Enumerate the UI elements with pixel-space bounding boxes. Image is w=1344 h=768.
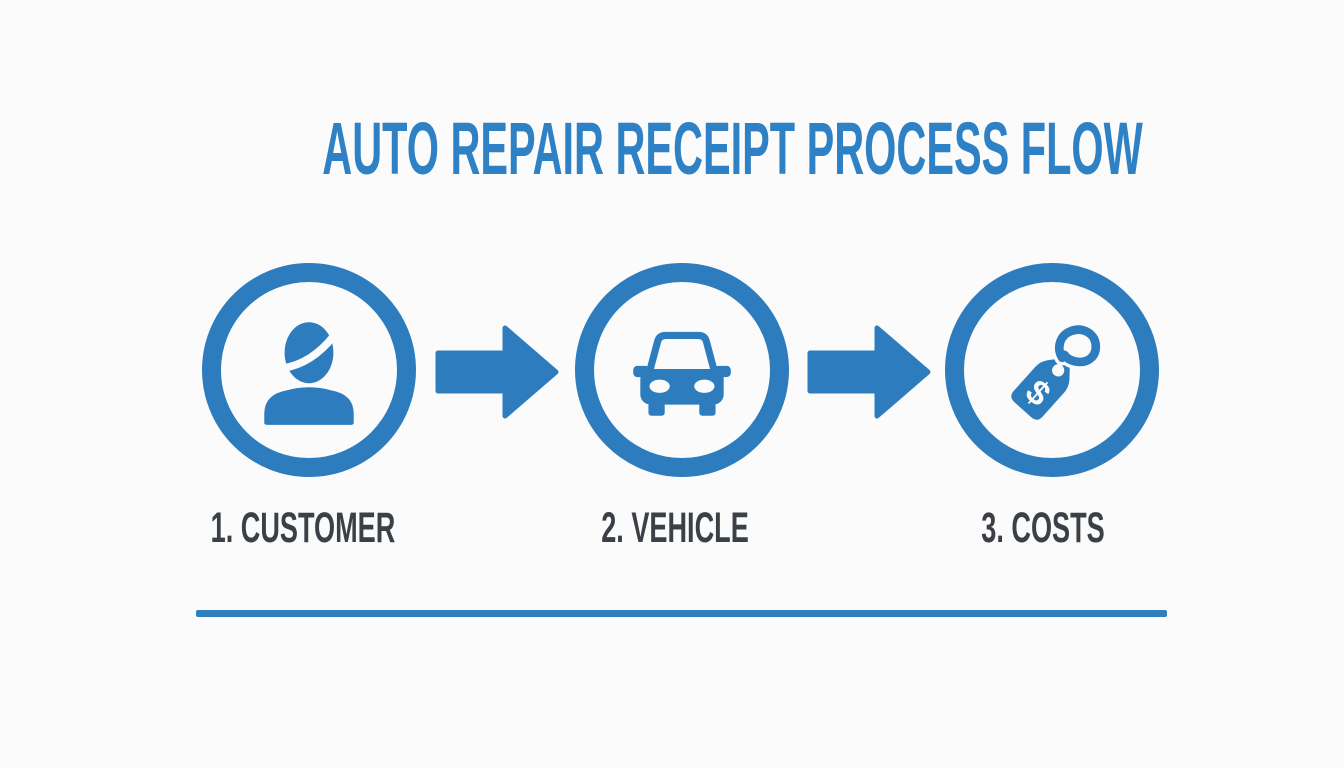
page-title: AUTO REPAIR RECEIPT PROCESS FLOW	[322, 107, 1143, 190]
step-circle-vehicle	[575, 263, 789, 477]
vehicle-car-icon	[633, 331, 731, 416]
title-container: AUTO REPAIR RECEIPT PROCESS FLOW	[0, 112, 1344, 186]
bottom-divider-line	[196, 610, 1167, 617]
step-label-vehicle: 2. VEHICLE	[601, 504, 749, 552]
step-circle-customer	[202, 263, 416, 477]
flow-arrow-icon	[807, 325, 931, 419]
step-circle-costs: $	[945, 263, 1159, 477]
step-label-costs: 3. COSTS	[981, 504, 1105, 552]
flow-arrow-icon	[435, 325, 559, 419]
customer-person-icon	[264, 322, 354, 425]
step-label-customer: 1. CUSTOMER	[210, 504, 396, 552]
costs-price-tag-icon: $	[1011, 322, 1104, 420]
